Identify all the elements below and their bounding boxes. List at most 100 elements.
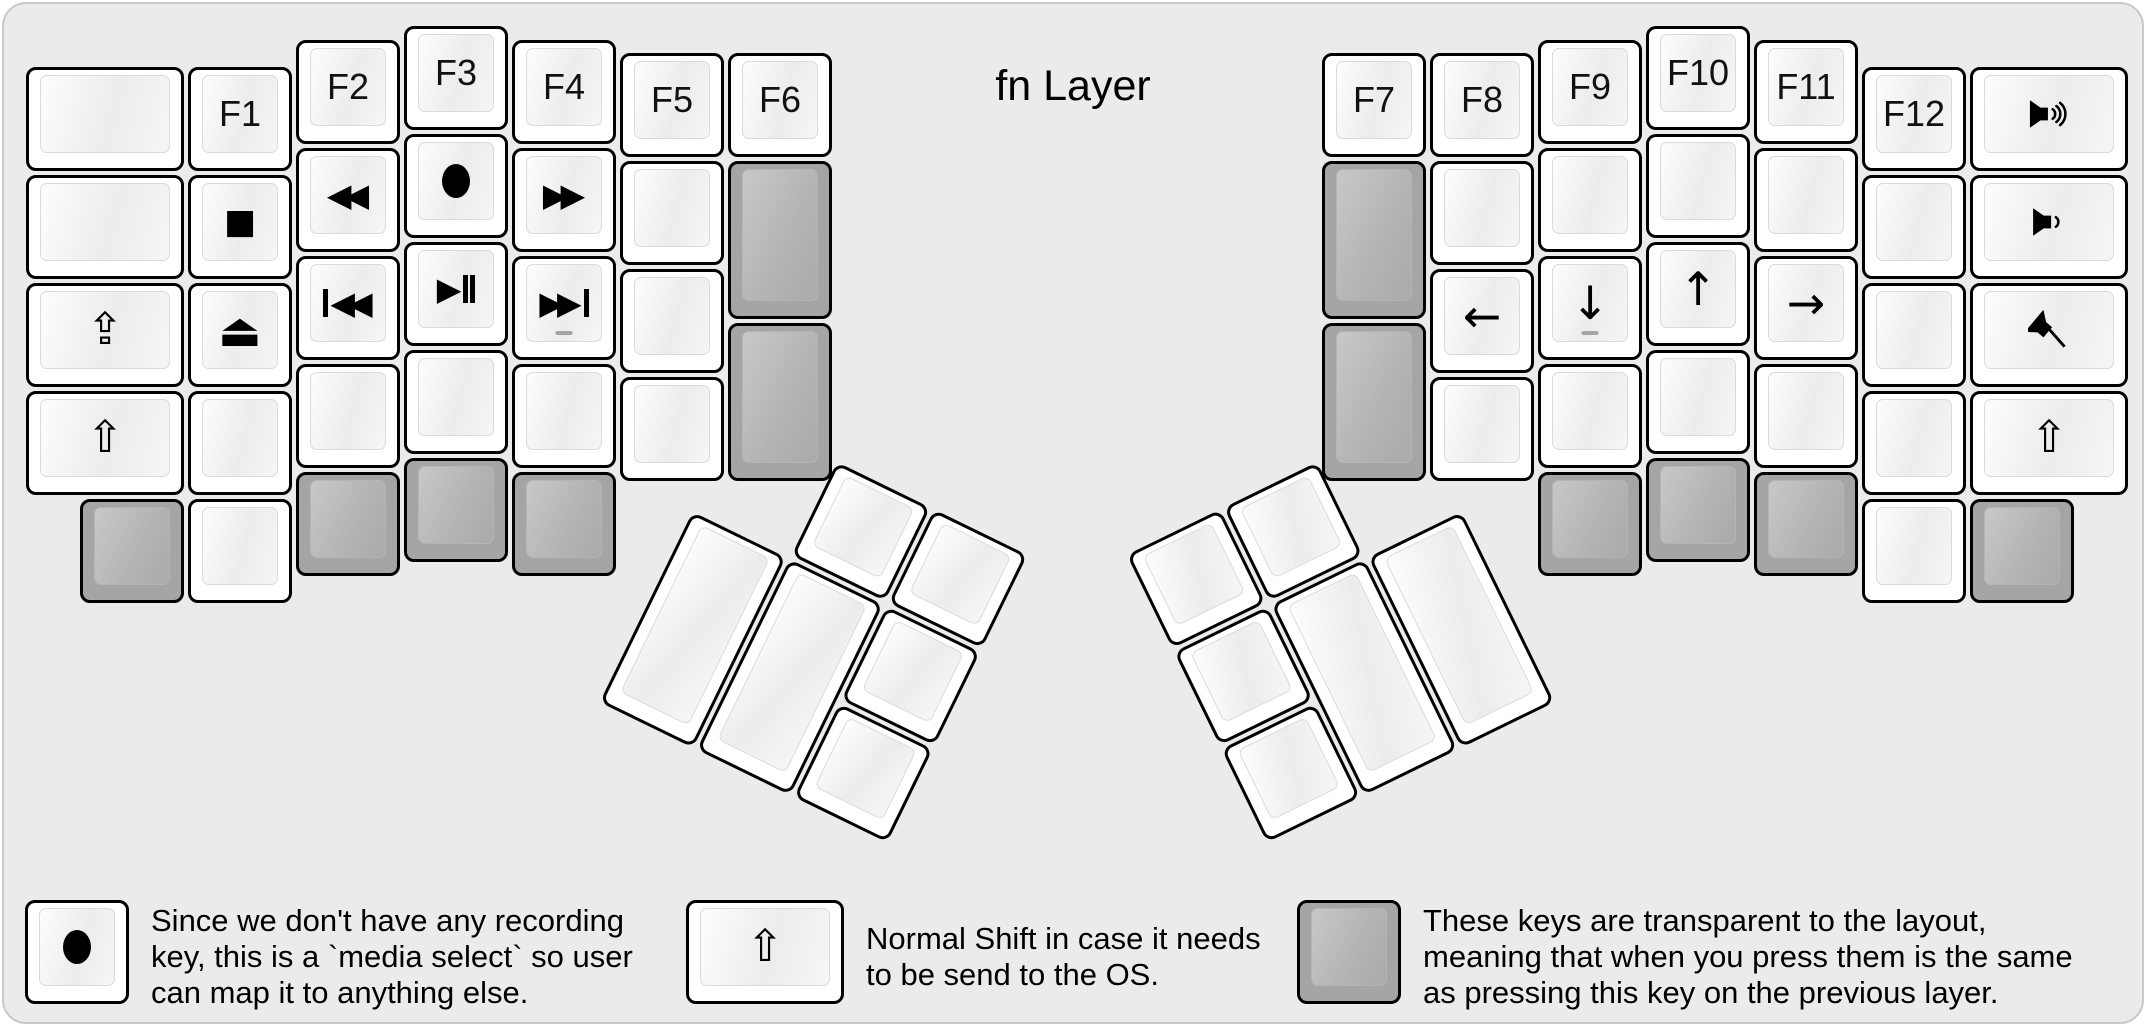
key-transparent[interactable] (1970, 498, 2074, 603)
legend-key-record (25, 900, 129, 1004)
key-blank[interactable] (1862, 174, 1966, 279)
key-shift-right[interactable]: ⇧ (1970, 390, 2128, 495)
keycap-top: → (1768, 263, 1844, 342)
homing-bar-icon (555, 330, 573, 335)
key-mute[interactable] (1970, 282, 2128, 387)
key-transparent[interactable] (1322, 161, 1426, 319)
key-next-track[interactable]: ▶▶ (512, 255, 616, 360)
keycap-top: F2 (310, 47, 386, 126)
key-blank[interactable] (26, 174, 184, 279)
key-blank[interactable] (1538, 147, 1642, 252)
key-blank[interactable] (1430, 377, 1534, 481)
key-blank[interactable] (620, 269, 724, 373)
key-blank[interactable] (1538, 363, 1642, 468)
keycap-top (1876, 506, 1952, 585)
key-blank[interactable] (1646, 134, 1750, 238)
key-blank[interactable] (1862, 390, 1966, 495)
triangle-shape: ◀ (330, 283, 355, 322)
key-blank[interactable] (1646, 350, 1750, 454)
key-prev-track[interactable]: ◀◀ (296, 255, 400, 360)
key-arrow-up[interactable]: ↑ (1646, 242, 1750, 346)
key-blank[interactable] (1754, 363, 1858, 468)
keycap-top: F7 (1336, 61, 1412, 139)
keycap-top (1876, 290, 1952, 369)
key-play-pause[interactable]: ▶ (404, 242, 508, 346)
key-f10[interactable]: F10 (1646, 26, 1750, 130)
key-volume-up[interactable] (1970, 66, 2128, 171)
eject-icon: ⏏ (218, 302, 262, 357)
key-arrow-down[interactable]: ↓ (1538, 255, 1642, 360)
key-f3[interactable]: F3 (404, 26, 508, 130)
fkey-label: F10 (1666, 52, 1730, 93)
key-blank[interactable] (296, 363, 400, 468)
keycap-top: ▶▶ (526, 155, 602, 234)
arrow-right-icon: → (1786, 275, 1826, 330)
key-f12[interactable]: F12 (1862, 66, 1966, 171)
key-f2[interactable]: F2 (296, 39, 400, 144)
legend-key-shift: ⇧ (686, 900, 844, 1004)
fkey-label: F7 (1352, 79, 1395, 120)
key-transparent[interactable] (404, 458, 508, 562)
key-blank[interactable] (620, 161, 724, 265)
key-transparent[interactable] (728, 323, 832, 481)
key-volume-down[interactable] (1970, 174, 2128, 279)
key-arrow-left[interactable]: ← (1430, 269, 1534, 373)
previous-track-icon: ◀◀ (323, 283, 373, 322)
key-f9[interactable]: F9 (1538, 39, 1642, 144)
key-blank[interactable] (26, 66, 184, 171)
rewind-icon: ◀◀ (327, 179, 369, 211)
legend-text-shift: Normal Shift in case it needs to be send… (866, 921, 1261, 993)
caps-lock-icon: ⇪ (86, 303, 124, 355)
key-f6[interactable]: F6 (728, 53, 832, 157)
key-blank[interactable] (512, 363, 616, 468)
keycap-top (1190, 619, 1293, 724)
keycap-top: ▶ (418, 250, 494, 328)
key-blank[interactable] (1430, 161, 1534, 265)
key-transparent[interactable] (728, 161, 832, 319)
key-f8[interactable]: F8 (1430, 53, 1534, 157)
key-f4[interactable]: F4 (512, 39, 616, 144)
key-rewind[interactable]: ◀◀ (296, 147, 400, 252)
keycap-top (39, 908, 115, 986)
key-f1[interactable]: F1 (188, 66, 292, 171)
triangle-shape: ◀ (326, 175, 352, 214)
keycap-top: F11 (1768, 47, 1844, 126)
keycap-top (418, 358, 494, 436)
key-record[interactable] (404, 134, 508, 238)
key-transparent[interactable] (80, 498, 184, 603)
keycap-top: ← (1444, 277, 1520, 355)
keycap-top (1768, 479, 1844, 558)
triangle-shape: ▶ (557, 283, 582, 322)
keycap-top: F3 (418, 34, 494, 112)
record-icon (61, 927, 93, 967)
key-f5[interactable]: F5 (620, 53, 724, 157)
key-blank[interactable] (188, 498, 292, 603)
key-transparent[interactable] (1322, 323, 1426, 481)
next-track-icon: ▶▶ (539, 283, 589, 322)
keycap-top: ↓ (1552, 263, 1628, 342)
key-transparent[interactable] (512, 471, 616, 576)
key-transparent[interactable] (1754, 471, 1858, 576)
keycap-top (418, 142, 494, 220)
key-arrow-right[interactable]: → (1754, 255, 1858, 360)
key-transparent[interactable] (296, 471, 400, 576)
key-blank[interactable] (1862, 498, 1966, 603)
key-caps-shift[interactable]: ⇪ (26, 282, 184, 387)
key-shift-left[interactable]: ⇧ (26, 390, 184, 495)
keycap-top (1660, 142, 1736, 220)
key-f7[interactable]: F7 (1322, 53, 1426, 157)
volume-down-icon (2029, 204, 2069, 240)
key-transparent[interactable] (1646, 458, 1750, 562)
key-blank[interactable] (1862, 282, 1966, 387)
key-blank[interactable] (1754, 147, 1858, 252)
legend-line: as pressing this key on the previous lay… (1423, 975, 1999, 1010)
key-f11[interactable]: F11 (1754, 39, 1858, 144)
key-transparent[interactable] (1538, 471, 1642, 576)
key-fast-forward[interactable]: ▶▶ (512, 147, 616, 252)
key-eject[interactable]: ⏏ (188, 282, 292, 387)
keycap-top (1142, 522, 1246, 627)
key-stop[interactable]: ■ (188, 174, 292, 279)
key-blank[interactable] (404, 350, 508, 454)
key-blank[interactable] (188, 390, 292, 495)
key-blank[interactable] (620, 377, 724, 481)
